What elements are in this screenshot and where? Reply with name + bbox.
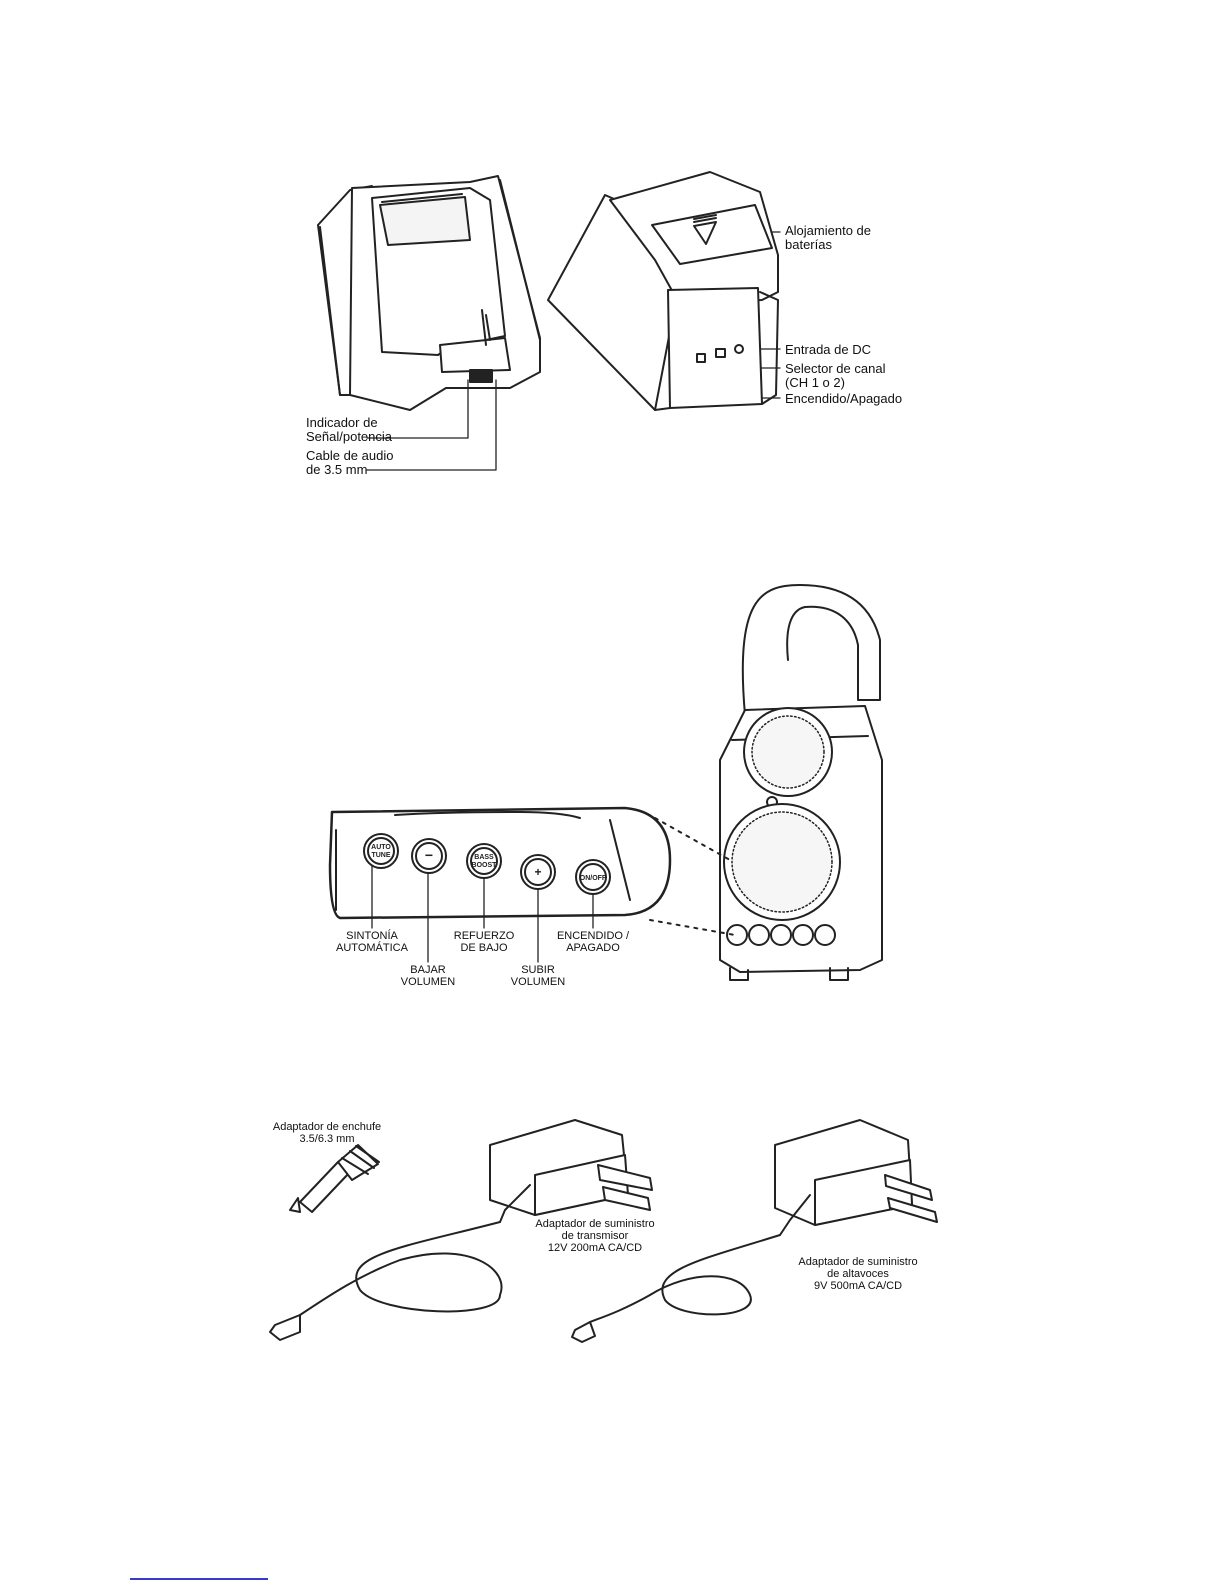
shower-speaker-illustration [719,584,883,981]
footnote-separator [130,1578,268,1580]
vol-up-button-text: + [534,865,541,879]
vol-down-button-text: − [425,847,433,863]
speaker-adapter-illustration [571,1119,938,1343]
power-switch-label: Encendido/Apagado [785,391,903,406]
transmitter-back-illustration [547,171,779,411]
channel-selector-label: Selector de canal(CH 1 o 2) [785,361,886,390]
transmitter-adapter-illustration [269,1119,653,1341]
power-label: ENCENDIDO /APAGADO [556,930,630,954]
bass-boost-button-text-1: BASS [474,854,494,861]
power-button-text: ON/OFF [580,875,607,882]
panel-buttons [363,833,611,895]
bass-boost-button-text-2: BOOST [472,862,498,869]
transmitter-front-illustration [317,175,541,411]
auto-tune-button-text-1: AUTO [371,844,391,851]
zoom-connectors [649,817,736,936]
plug-adapter-illustration [289,1144,380,1213]
auto-tune-button-text-2: TUNE [371,852,390,859]
dc-input-label: Entrada de DC [785,342,871,357]
figure2-leader-lines [371,864,594,963]
